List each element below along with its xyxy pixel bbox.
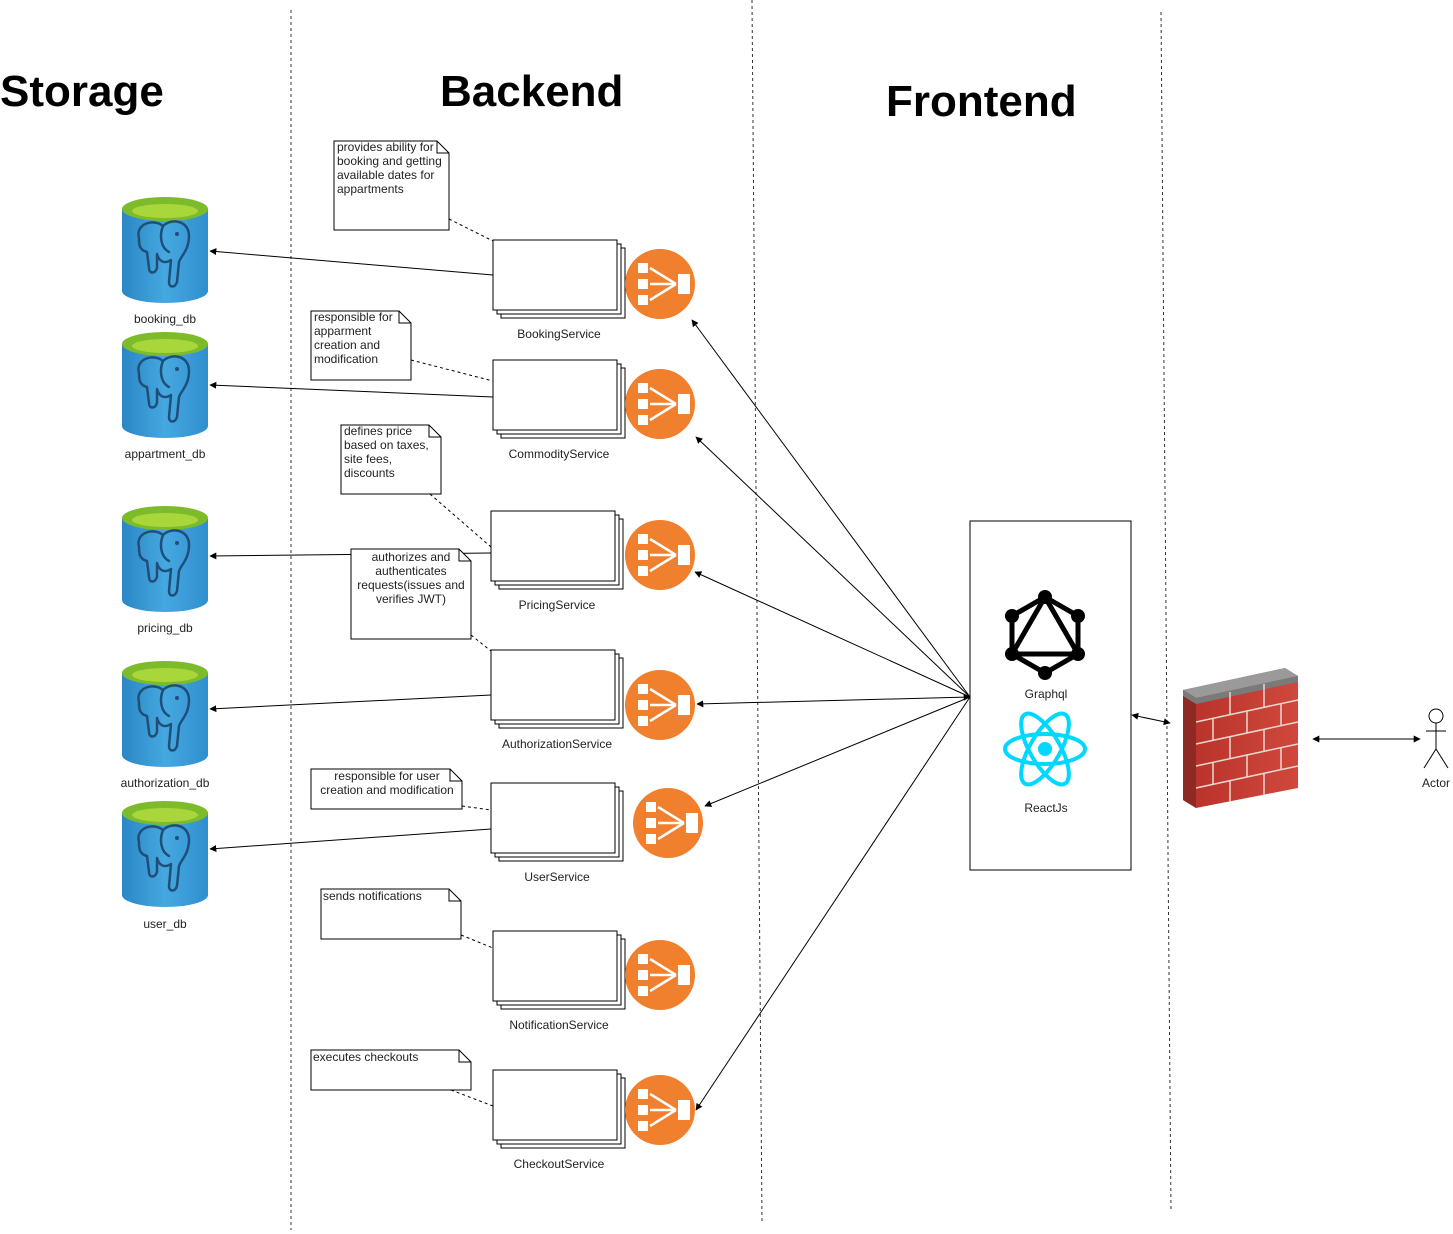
note-connector xyxy=(460,934,494,949)
note-text: executes checkouts xyxy=(313,1050,418,1064)
note-connector xyxy=(448,218,494,242)
note-text: authenticates xyxy=(375,564,446,578)
react-icon xyxy=(1003,711,1087,787)
postgres-db-icon: pricing_db xyxy=(122,506,208,635)
postgres-db-icon: authorization_db xyxy=(121,661,210,790)
db-label: authorization_db xyxy=(121,776,210,790)
note-text: authorizes and xyxy=(372,550,451,564)
service-commodity: CommodityService xyxy=(492,359,695,461)
note-notification: sends notifications xyxy=(320,888,462,940)
connection-arrow xyxy=(696,693,971,708)
load-balancer-icon xyxy=(625,940,695,1010)
lane-title-backend: Backend xyxy=(440,67,623,116)
service-label: BookingService xyxy=(517,327,601,341)
service-label: NotificationService xyxy=(509,1018,609,1032)
lane-title-storage: Storage xyxy=(0,67,164,116)
service-booking: BookingService xyxy=(492,239,695,341)
note-text: responsible for user xyxy=(334,769,439,783)
service-label: CommodityService xyxy=(509,447,610,461)
note-connector xyxy=(450,1089,494,1107)
note-text: discounts xyxy=(344,466,395,480)
db-label: appartment_db xyxy=(125,447,206,461)
note-text: responsible for xyxy=(314,310,393,324)
connection-arrow xyxy=(704,696,971,807)
service-label: UserService xyxy=(524,870,590,884)
service-label: PricingService xyxy=(519,598,596,612)
graphql-icon xyxy=(1005,590,1085,680)
note-connector xyxy=(410,359,494,382)
note-text: based on taxes, xyxy=(344,438,429,452)
service-label: CheckoutService xyxy=(514,1157,605,1171)
note-checkout: executes checkouts xyxy=(310,1049,472,1091)
connection-arrow xyxy=(209,694,492,713)
note-text: booking and getting xyxy=(337,154,442,168)
postgres-db-icon: booking_db xyxy=(122,197,208,326)
note-connector xyxy=(429,493,492,548)
postgres-db-icon: appartment_db xyxy=(122,332,208,461)
service-pricing: PricingService xyxy=(490,510,695,612)
service-authorization: AuthorizationService xyxy=(490,649,695,751)
note-text: appartments xyxy=(337,182,404,196)
load-balancer-icon xyxy=(625,249,695,319)
brick-firewall-icon xyxy=(1183,668,1299,808)
lane-title-frontend: Frontend xyxy=(886,77,1077,126)
note-connector xyxy=(470,634,492,652)
db-label: pricing_db xyxy=(137,621,193,635)
note-text: verifies JWT) xyxy=(376,592,446,606)
lane-divider xyxy=(751,0,763,1223)
postgres-db-icon: user_db xyxy=(122,801,208,931)
load-balancer-icon xyxy=(625,1075,695,1145)
connection-arrow xyxy=(691,319,971,698)
connection-arrow xyxy=(695,696,971,1111)
actor-label: Actor xyxy=(1422,776,1450,790)
actor-icon xyxy=(1423,708,1449,769)
note-text: modification xyxy=(314,352,378,366)
note-authorization: authorizes andauthenticatesrequests(issu… xyxy=(350,548,472,640)
load-balancer-icon xyxy=(625,520,695,590)
note-connector xyxy=(461,805,492,811)
load-balancer-icon xyxy=(633,788,703,858)
note-text: sends notifications xyxy=(323,889,422,903)
graphql-label: Graphql xyxy=(1025,687,1068,701)
note-text: site fees, xyxy=(344,452,392,466)
connection-arrow xyxy=(209,828,492,853)
service-checkout: CheckoutService xyxy=(492,1069,695,1171)
service-notification: NotificationService xyxy=(492,930,695,1032)
react-label: ReactJs xyxy=(1024,801,1067,815)
frontend-container xyxy=(969,520,1132,871)
note-text: requests(issues and xyxy=(357,578,464,592)
note-text: defines price xyxy=(344,424,412,438)
note-text: provides ability for xyxy=(337,140,434,154)
connection-arrow xyxy=(209,381,494,398)
note-text: creation and modification xyxy=(320,783,453,797)
load-balancer-icon xyxy=(625,670,695,740)
db-label: booking_db xyxy=(134,312,196,326)
connection-arrow xyxy=(695,436,971,698)
note-text: creation and xyxy=(314,338,380,352)
load-balancer-icon xyxy=(625,369,695,439)
connection-arrow xyxy=(1131,712,1171,726)
lane-divider xyxy=(1160,11,1172,1213)
connection-arrow xyxy=(209,248,494,276)
db-label: user_db xyxy=(143,917,187,931)
service-label: AuthorizationService xyxy=(502,737,612,751)
connection-arrow xyxy=(694,571,971,698)
note-text: available dates for xyxy=(337,168,434,182)
note-text: apparment xyxy=(314,324,372,338)
service-user: UserService xyxy=(490,782,703,884)
